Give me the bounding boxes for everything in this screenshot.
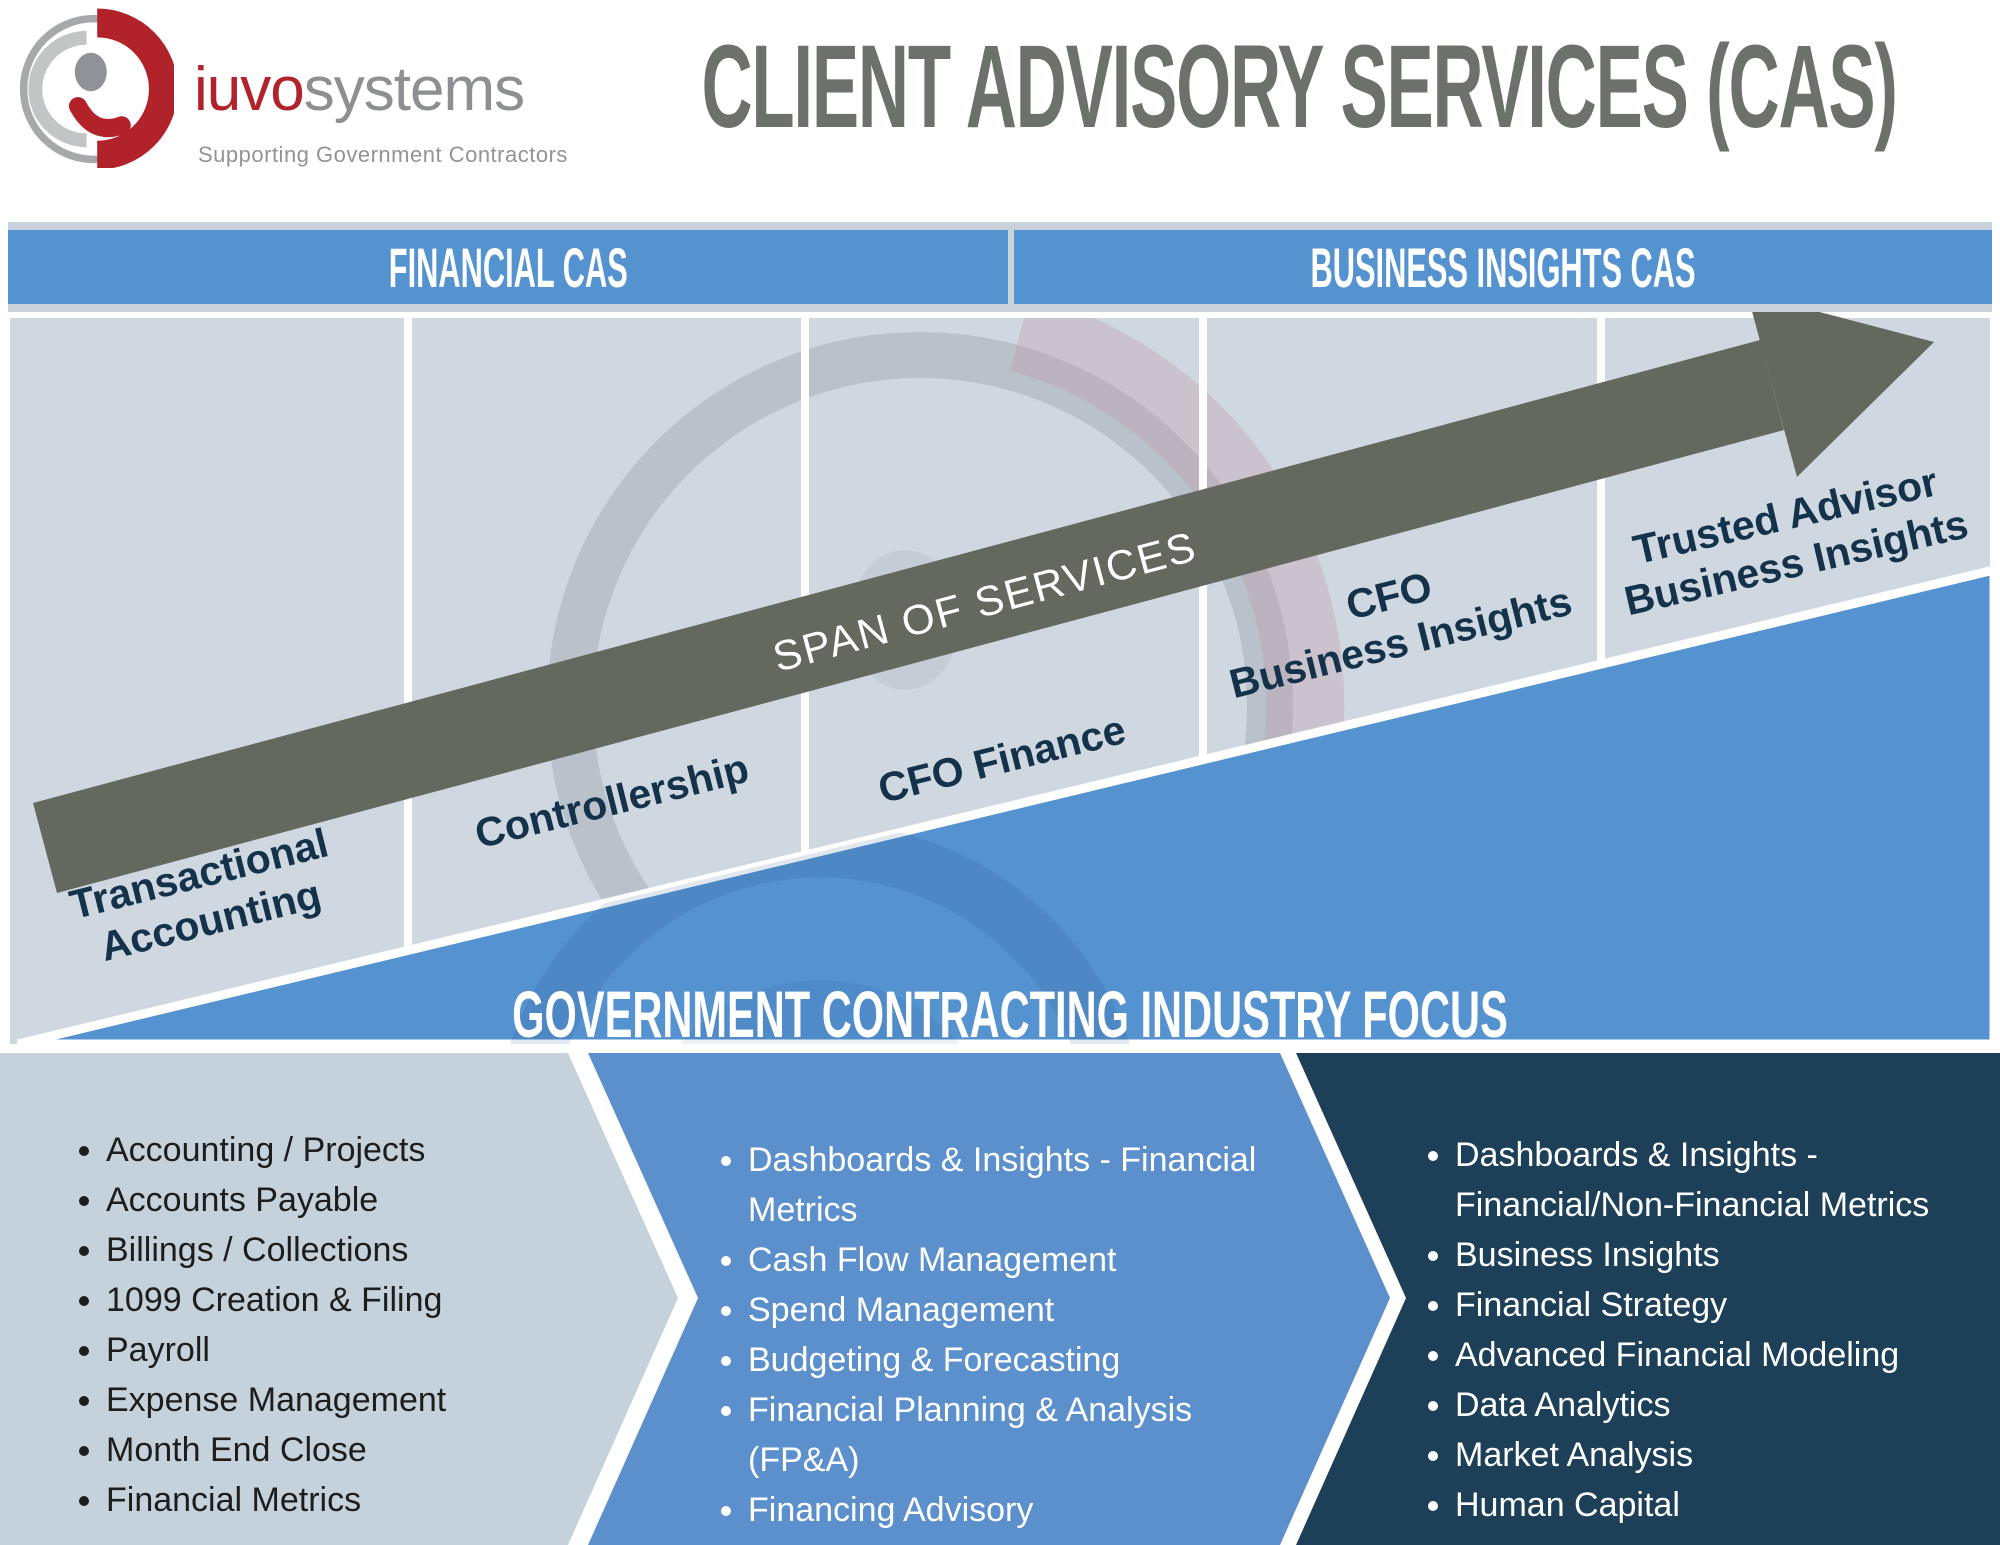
category-divider xyxy=(1008,230,1014,304)
brand-name-primary: iuvo xyxy=(194,55,305,124)
panel-transactional-shape xyxy=(0,1053,678,1545)
list-item: Accounting / Projects xyxy=(106,1125,666,1175)
business-insights-services-list: Dashboards & Insights - Financial/Non-Fi… xyxy=(1411,1130,1960,1530)
list-item: 1099 Creation & Filing xyxy=(106,1275,666,1325)
list-item: Market Analysis xyxy=(1455,1430,1960,1480)
list-item: Accounts Payable xyxy=(106,1175,666,1225)
brand-wordmark: iuvosystems xyxy=(194,54,525,125)
industry-wedge xyxy=(16,564,1999,1049)
list-item: Payroll xyxy=(106,1325,666,1375)
list-item: Financial Planning & Analysis (FP&A) xyxy=(748,1385,1308,1485)
list-item: Data Analytics xyxy=(1455,1380,1960,1430)
brand-name-secondary: systems xyxy=(303,55,525,124)
cfo-finance-services-list: Dashboards & Insights - Financial Metric… xyxy=(704,1135,1308,1535)
list-item: Financial Strategy xyxy=(1455,1280,1960,1330)
list-item: Month End Close xyxy=(106,1425,666,1475)
arrowhead xyxy=(1747,293,1934,477)
list-item: Business Insights xyxy=(1455,1230,1960,1280)
iuvo-swirl-logo-icon xyxy=(19,8,174,168)
span-of-services-arrow xyxy=(33,293,1934,893)
category-bar: FINANCIAL CAS BUSINESS INSIGHTS CAS xyxy=(8,222,1992,312)
list-item: Advanced Financial Modeling xyxy=(1455,1330,1960,1380)
brand-logo: iuvosystems Supporting Government Contra… xyxy=(14,6,574,186)
category-financial-cas: FINANCIAL CAS xyxy=(388,235,628,299)
brand-tagline: Supporting Government Contractors xyxy=(198,142,568,167)
list-item: Spend Management xyxy=(748,1285,1308,1335)
list-item: Dashboards & Insights - Financial Metric… xyxy=(748,1135,1308,1235)
list-item: Expense Management xyxy=(106,1375,666,1425)
list-item: Dashboards & Insights - Financial/Non-Fi… xyxy=(1455,1130,1960,1230)
list-item: Financing Advisory xyxy=(748,1485,1308,1535)
panel-business-insights-shape xyxy=(1296,1053,2000,1545)
list-item: Cash Flow Management xyxy=(748,1235,1308,1285)
list-item: Financial Metrics xyxy=(106,1475,666,1525)
page-title: CLIENT ADVISORY SERVICES (CAS) xyxy=(701,21,1898,153)
panel-cfo-finance-shape xyxy=(588,1053,1390,1545)
service-panel-shapes xyxy=(0,1053,2000,1545)
list-item: Budgeting & Forecasting xyxy=(748,1335,1308,1385)
category-business-insights-cas: BUSINESS INSIGHTS CAS xyxy=(1310,235,1696,299)
industry-focus-label: GOVERNMENT CONTRACTING INDUSTRY FOCUS xyxy=(512,977,1508,1051)
list-item: Billings / Collections xyxy=(106,1225,666,1275)
transactional-services-list: Accounting / ProjectsAccounts PayableBil… xyxy=(62,1125,666,1525)
list-item: Human Capital xyxy=(1455,1480,1960,1530)
